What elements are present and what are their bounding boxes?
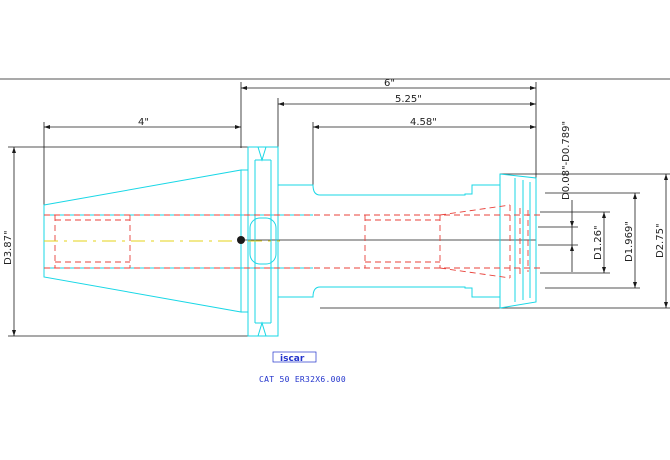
dim-length-525: 5.25" <box>395 94 422 105</box>
dim-overall-length: 6" <box>384 78 395 89</box>
logo-text: iscar <box>280 354 305 364</box>
dim-clamp-range: D0.08"-D0.789" <box>561 121 572 200</box>
dimension-arrows <box>12 86 668 336</box>
dim-diameter-387: D3.87" <box>3 230 14 265</box>
origin-marker <box>237 236 245 244</box>
dimension-lines <box>0 78 670 337</box>
dim-length-458: 4.58" <box>410 117 437 128</box>
dim-length-4: 4" <box>138 117 149 128</box>
dim-diameter-1969: D1.969" <box>624 221 635 262</box>
drawing-caption: CAT 50 ER32X6.000 <box>259 375 346 384</box>
hidden-lines <box>44 204 540 279</box>
iscar-logo: iscar <box>272 351 317 364</box>
dim-diameter-275: D2.75" <box>655 223 666 258</box>
dim-diameter-126: D1.26" <box>593 225 604 260</box>
